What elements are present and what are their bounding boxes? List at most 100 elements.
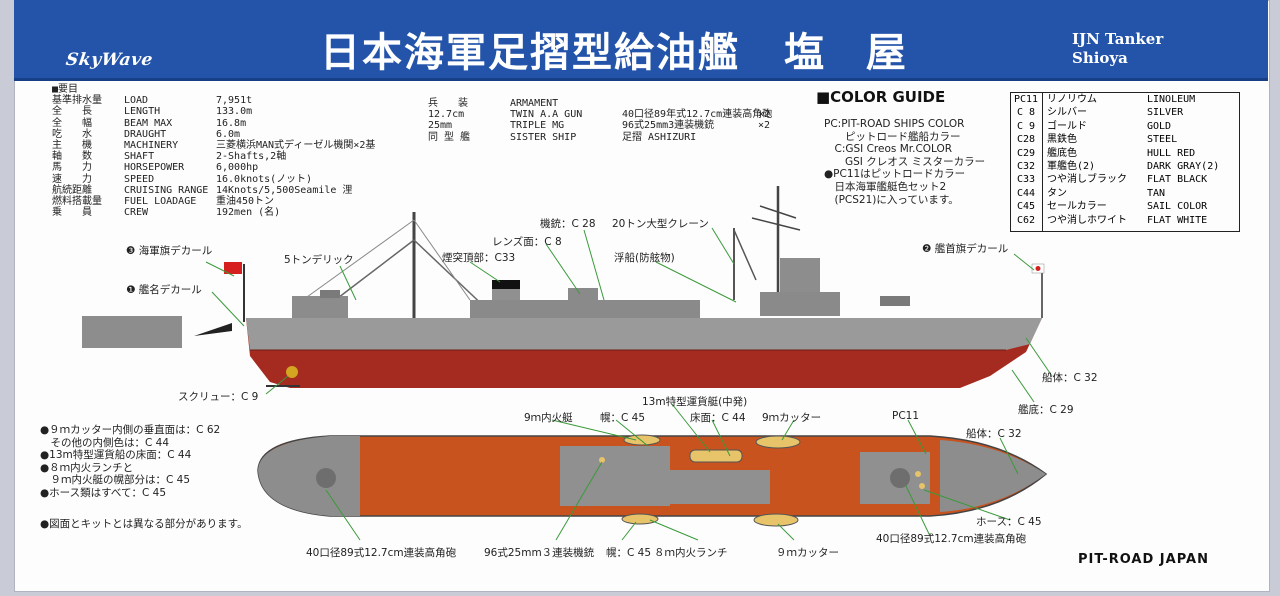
floor-label: 床面：C 44 — [690, 412, 746, 424]
top-hull-label: 船体：C 32 — [966, 428, 1022, 440]
launch-icon — [621, 513, 659, 525]
rigging-line — [413, 219, 471, 301]
leader-line — [555, 461, 603, 541]
leader-line — [711, 227, 735, 265]
spec-key: 全 長 — [52, 106, 92, 118]
leader-line — [1013, 253, 1035, 271]
gun-left-label: 40口径89式12.7cm連装高角砲 — [306, 547, 457, 559]
color-guide-notes: PC:PIT-ROAD SHIPS COLOR ピットロード艦船カラー C:GS… — [824, 118, 985, 206]
side-view — [224, 186, 1045, 388]
note-line: ●ホース類はすべて：C 45 — [40, 486, 167, 499]
crane-jib — [733, 229, 757, 281]
spec-en: SPEED — [124, 173, 155, 185]
title-english-line2: Shioya — [1072, 49, 1128, 67]
leader-line — [905, 485, 931, 537]
color-code: PC11 — [1013, 94, 1039, 105]
color-row: C28 黒鉄色 STEEL — [1011, 133, 1239, 146]
naval-ensign-icon — [224, 262, 242, 274]
mg-label: 96式25mm３連装機銃 — [484, 547, 595, 559]
hull-side-label: 船体：C 32 — [1042, 372, 1098, 384]
color-code: C45 — [1016, 201, 1036, 213]
color-table-divider — [1042, 93, 1043, 231]
color-row: PC11 リノリウム LINOLEUM — [1011, 93, 1239, 106]
note-line: ●９ｍカッター内側の垂直面は：C 62 — [40, 424, 221, 436]
spec-value: 7,951t — [216, 95, 253, 107]
screw-icon — [286, 366, 298, 378]
leader-line — [1011, 369, 1035, 403]
spec-en: CRUISING RANGE — [124, 184, 209, 196]
leader-line — [583, 229, 605, 301]
color-note: C:GSI Creos Mr.COLOR — [824, 143, 953, 156]
arm-col-a: 同 型 艦 — [428, 131, 471, 143]
spec-key: 航続距離 — [52, 184, 92, 196]
funnel-top-label: 煙突頂部：C33 — [442, 252, 516, 264]
color-en: LINOLEUM — [1147, 94, 1196, 105]
decal-wedge — [194, 323, 232, 336]
color-note: (PCS21)に入っています。 — [824, 193, 959, 206]
leader-line — [615, 419, 649, 447]
float-label: 浮船(防舷物) — [614, 252, 675, 264]
arm-col-a: 兵 装 — [428, 98, 468, 109]
color-en: STEEL — [1147, 134, 1178, 146]
spec-value: 三菱横浜MAN式ディーゼル機関×2基 — [216, 139, 376, 151]
color-jp: シルバー — [1047, 107, 1087, 119]
hull-side — [246, 318, 1042, 350]
title-banner — [14, 0, 1268, 81]
note-line — [40, 500, 248, 518]
hose-icon — [919, 483, 925, 489]
color-en: TAN — [1147, 187, 1166, 199]
color-code: C 9 — [1016, 120, 1036, 132]
pc11-label: PC11 — [892, 410, 920, 422]
leader-line — [545, 243, 581, 295]
canopy2-label: 幌：C 45 — [606, 547, 652, 559]
color-jp: リノリウム — [1047, 94, 1097, 105]
specs-heading: ■要目 — [52, 84, 79, 95]
derrick-label: 5トンデリック — [284, 254, 354, 266]
spec-en: FUEL LOADAGE — [124, 195, 197, 207]
screw-label: スクリュー：C 9 — [178, 391, 259, 403]
painting-notes: ●９ｍカッター内側の垂直面は：C 62 その他の内側色は：C 44 ●13m特型… — [40, 424, 248, 530]
note-line: ●図面とキットとは異なる部分があります。 — [40, 517, 248, 530]
color-code: C62 — [1016, 214, 1036, 226]
color-note: ●PC11はピットロードカラー — [824, 168, 966, 181]
spec-key: 全 幅 — [52, 117, 92, 129]
spec-value: 16.8m — [216, 117, 247, 129]
color-note: GSI クレオス ミスターカラー — [824, 155, 986, 168]
leader-line — [339, 265, 357, 301]
leader-lines — [205, 227, 1053, 541]
color-code: C28 — [1016, 134, 1036, 146]
spec-key: 燃料搭載量 — [52, 195, 102, 207]
color-code: C32 — [1016, 160, 1036, 172]
leader-line — [325, 489, 361, 541]
fore-superstructure — [760, 292, 840, 316]
arm-col-b: SISTER SHIP — [510, 131, 577, 143]
leader-line — [265, 375, 289, 395]
arm-col-d: ×2 — [758, 109, 771, 121]
color-jp: 黒鉄色 — [1047, 134, 1077, 146]
spec-key: 主 機 — [52, 139, 92, 151]
leader-line — [711, 419, 731, 457]
leader-line — [205, 261, 235, 277]
derrick-boom-fore — [329, 239, 415, 305]
motor-boat-icon — [623, 434, 661, 446]
color-note: ピットロード艦船カラー — [824, 130, 961, 143]
color-en: DARK GRAY(2) — [1147, 160, 1220, 172]
leader-line — [671, 403, 711, 453]
spec-en: HORSEPOWER — [124, 162, 185, 174]
arm-col-a: 25mm — [428, 120, 453, 132]
spec-value: 6.0m — [216, 128, 241, 140]
